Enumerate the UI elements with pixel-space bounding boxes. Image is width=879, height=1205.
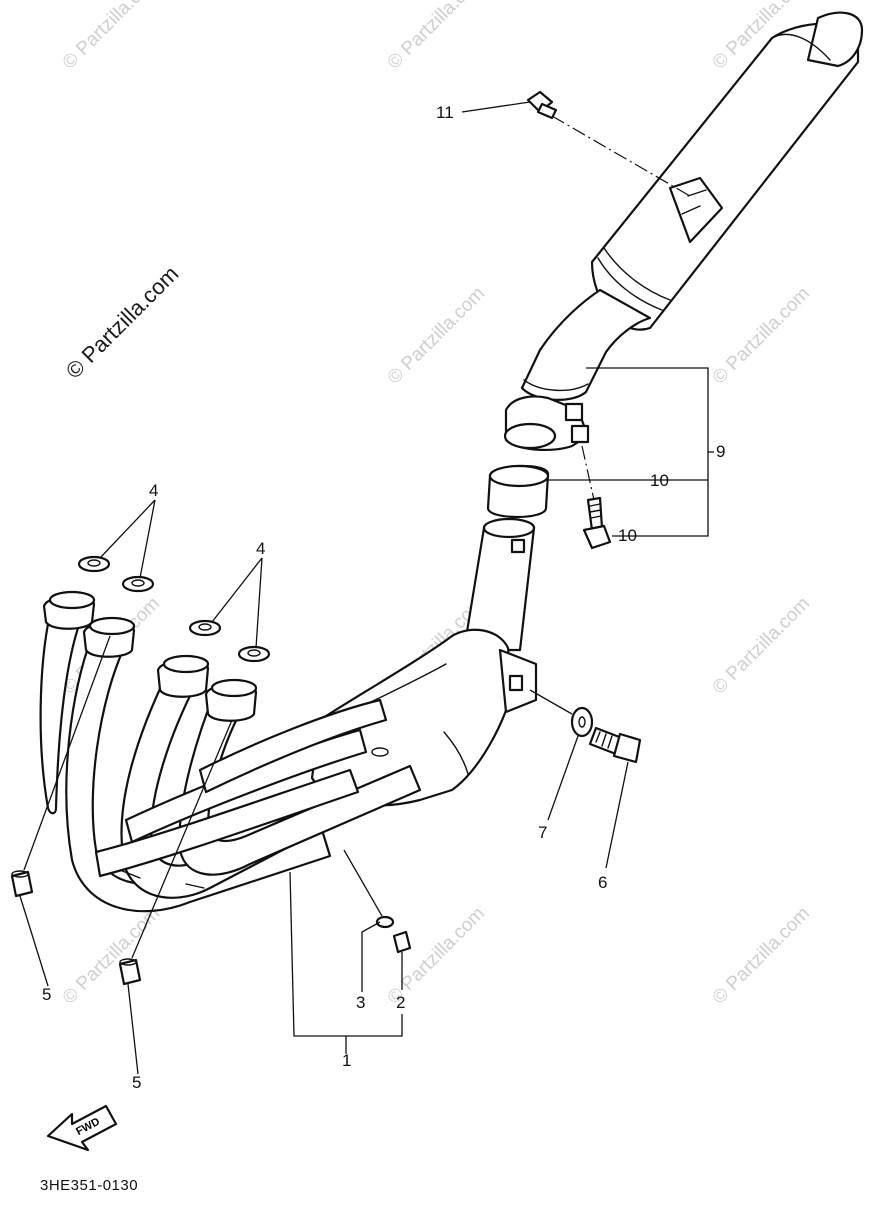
callout-11: 11	[436, 103, 454, 122]
watermark-text: © Partzilla.com	[384, 283, 489, 388]
callout-4-left: 4	[149, 481, 158, 500]
fwd-arrow-icon: FWD	[46, 1104, 118, 1152]
callout-5-left: 5	[42, 985, 51, 1004]
callout-9: 10	[650, 471, 669, 490]
callout-10: 10	[618, 526, 637, 545]
watermark-text: © Partzilla.com	[709, 903, 814, 1008]
watermark-text: © Partzilla.com	[59, 0, 164, 74]
callout-2: 2	[396, 993, 405, 1012]
clamp	[503, 395, 590, 452]
leader-lines	[19, 101, 714, 1075]
header-flange	[156, 654, 210, 698]
muffler	[520, 11, 864, 401]
callout-6: 6	[598, 873, 607, 892]
nut-5	[10, 870, 142, 986]
diagram-code: 3HE351-0130	[40, 1177, 138, 1194]
bolt-11	[526, 90, 558, 120]
callout-3: 3	[356, 993, 365, 1012]
watermark-text: © Partzilla.com	[709, 593, 814, 698]
gasket-4	[77, 555, 271, 663]
callout-labels: 11 9 10 10 4 4 7 6 5 5 3 2 1	[42, 103, 725, 1092]
watermark-text: © Partzilla.com	[384, 0, 489, 74]
bolt-6	[588, 726, 642, 764]
callout-7: 7	[538, 823, 547, 842]
header-flange	[42, 590, 96, 630]
callout-5-right: 5	[132, 1073, 141, 1092]
washer-3	[375, 915, 395, 929]
callout-4-right: 4	[256, 539, 265, 558]
washer-7	[570, 706, 594, 738]
gasket	[486, 464, 550, 519]
bolt-2	[392, 930, 412, 954]
exhaust-pipe-assembly	[39, 517, 538, 913]
bolt-10	[582, 496, 612, 550]
callout-8: 9	[716, 442, 725, 461]
watermark-text: © Partzilla.com	[709, 283, 814, 388]
callout-1: 1	[342, 1051, 351, 1070]
header-flange	[204, 678, 258, 722]
watermark-main: © Partzilla.com	[61, 261, 184, 384]
